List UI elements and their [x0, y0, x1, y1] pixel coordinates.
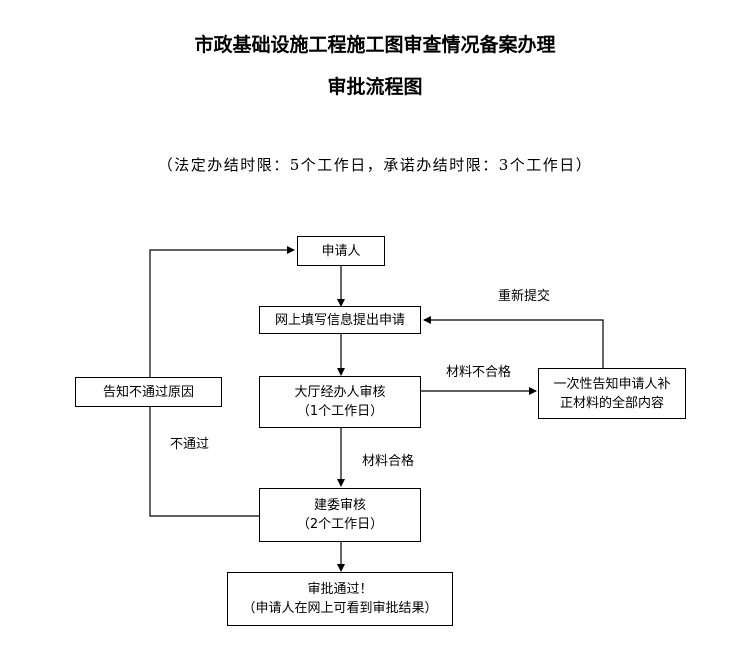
arrow-committee-to-reject	[149, 407, 259, 517]
node-online-submit-label: 网上填写信息提出申请	[274, 312, 405, 328]
node-committee-review-line2: （2个工作日）	[296, 517, 384, 532]
node-approved: 审批通过！ （申请人在网上可看到审批结果）	[227, 572, 453, 626]
edge-label-resubmit: 重新提交	[498, 289, 551, 304]
node-committee-review-line1: 建委审核	[313, 498, 366, 513]
node-applicant-label: 申请人	[321, 243, 361, 259]
node-approved-line1: 审批通过！	[307, 582, 373, 597]
edge-label-materials-pass: 材料合格	[362, 454, 415, 469]
time-limit-note: （法定办结时限：5个工作日，承诺办结时限：3个工作日）	[157, 156, 593, 174]
arrow-reject-to-applicant	[149, 246, 295, 377]
edge-label-not-passed: 不通过	[170, 437, 210, 452]
node-approved-line2: （申请人在网上可看到审批结果）	[242, 601, 438, 616]
edge-label-materials-fail: 材料不合格	[446, 365, 512, 380]
node-one-time-notice-line2: 正材料的全部内容	[559, 395, 664, 411]
page-subtitle-heading: 审批流程图	[327, 76, 423, 98]
node-committee-review: 建委审核 （2个工作日）	[259, 488, 421, 542]
node-hall-review-line1: 大厅经办人审核	[294, 385, 386, 400]
node-online-submit: 网上填写信息提出申请	[259, 306, 421, 334]
node-one-time-notice-line1: 一次性告知申请人补	[553, 376, 671, 392]
node-hall-review-line2: （1个工作日）	[296, 404, 384, 419]
arrow-resubmit	[423, 316, 604, 368]
node-applicant: 申请人	[297, 236, 385, 266]
node-notify-reject: 告知不通过原因	[75, 377, 222, 407]
node-hall-review: 大厅经办人审核 （1个工作日）	[259, 376, 421, 428]
node-notify-reject-label: 告知不通过原因	[102, 384, 194, 400]
node-one-time-notice: 一次性告知申请人补 正材料的全部内容	[538, 368, 686, 419]
page-title: 市政基础设施工程施工图审查情况备案办理	[194, 34, 556, 56]
